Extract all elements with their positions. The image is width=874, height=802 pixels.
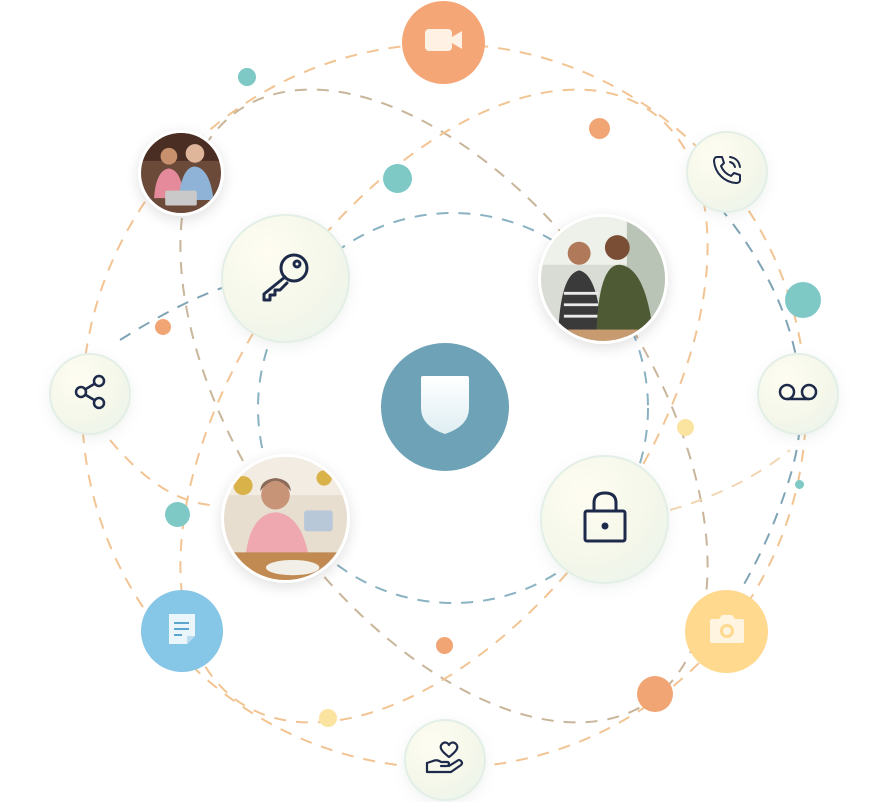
dot-teal-1 [238, 68, 256, 86]
phone-call-icon [710, 153, 744, 192]
photo-father-daughter [541, 217, 665, 341]
document-icon [167, 612, 197, 651]
video-node[interactable] [402, 1, 485, 84]
dot-teal-3 [785, 282, 821, 318]
camera-node[interactable] [685, 590, 768, 673]
share-icon [73, 374, 107, 415]
dot-yellow-2 [319, 709, 337, 727]
photo-seniors-laptop [141, 133, 221, 213]
video-camera-icon [424, 26, 464, 59]
photo-father-daughter [538, 214, 668, 344]
dot-teal-4 [795, 480, 804, 489]
lock-icon [581, 489, 629, 550]
note-node[interactable] [141, 590, 223, 672]
lock-node[interactable] [540, 455, 669, 584]
camera-icon [707, 613, 747, 650]
shield-icon [419, 374, 471, 441]
heart-hand-icon [425, 740, 465, 780]
dot-orange-3 [436, 637, 453, 654]
inner-ring [257, 212, 649, 604]
dot-orange-1 [589, 118, 610, 139]
dot-yellow-1 [677, 419, 694, 436]
dot-orange-2 [155, 319, 171, 335]
dot-teal-5 [165, 502, 190, 527]
dot-teal-2 [383, 164, 412, 193]
dot-orange-4 [637, 676, 673, 712]
heart-hand-node[interactable] [404, 719, 486, 801]
connector-lock-voicemail [669, 449, 791, 511]
voicemail-node[interactable] [757, 353, 839, 435]
voicemail-icon [777, 381, 819, 408]
share-node[interactable] [49, 353, 131, 435]
photo-couple-laptop [138, 130, 224, 216]
connector-share-note [109, 439, 211, 506]
photo-woman-gift [221, 454, 350, 583]
phone-node[interactable] [686, 131, 768, 213]
shield-node[interactable] [381, 343, 509, 471]
photo-woman-gift [224, 457, 347, 580]
key-icon [258, 248, 314, 309]
key-node[interactable] [221, 214, 350, 343]
